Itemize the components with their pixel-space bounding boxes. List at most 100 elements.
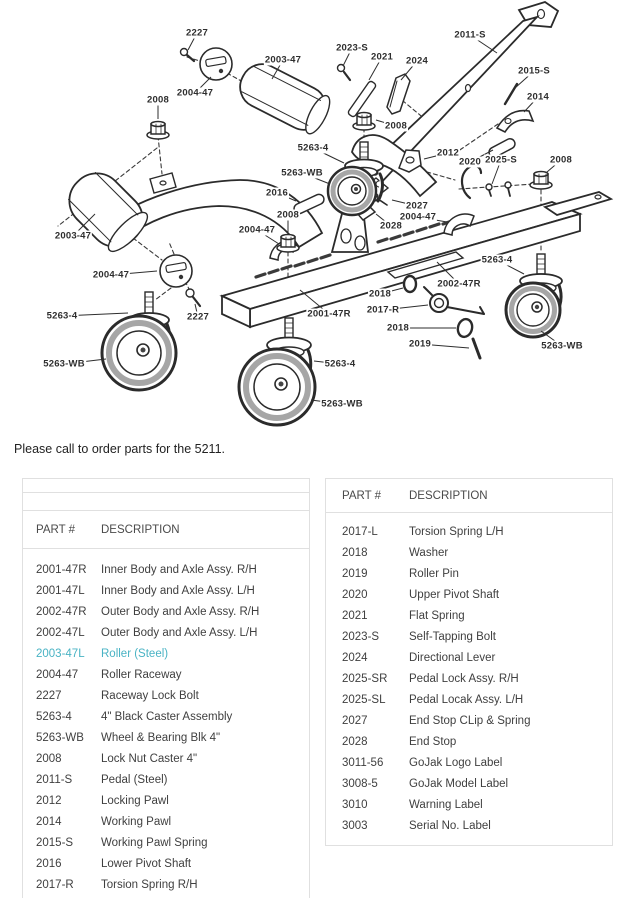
part-number-header: PART # [36, 523, 75, 536]
table-row: 2018 Washer [326, 542, 612, 563]
description-cell: Directional Lever [409, 651, 496, 664]
diagram-part-label: 2004-47 [398, 211, 438, 223]
part-number-cell: 2025-SR [342, 672, 388, 685]
description-cell: Warning Label [409, 798, 483, 811]
diagram-part-label: 5263-WB [42, 358, 86, 370]
part-number-cell: 2227 [36, 689, 62, 702]
diagram-part-label: 2015-S [517, 65, 551, 77]
part-number-cell: 2001-47L [36, 584, 85, 597]
diagram-part-label: 2227 [186, 311, 210, 323]
part-number-cell: 2028 [342, 735, 368, 748]
part-number-cell: 3011-56 [342, 756, 384, 769]
diagram-part-label: 2004-47 [91, 269, 131, 281]
diagram-part-label: 5263-4 [323, 358, 357, 370]
diagram-part-label: 2011-S [453, 29, 487, 41]
description-cell: Lock Nut Caster 4" [101, 752, 198, 765]
description-header: DESCRIPTION [101, 523, 180, 536]
part-number-cell: 2017-R [36, 878, 74, 891]
description-cell: Flat Spring [409, 609, 465, 622]
description-cell: Torsion Spring R/H [101, 878, 198, 891]
order-note: Please call to order parts for the 5211. [14, 442, 225, 456]
diagram-part-label: 2003-47 [53, 230, 93, 242]
part-number-cell: 2008 [36, 752, 62, 765]
description-cell[interactable]: Roller (Steel) [101, 647, 169, 660]
description-cell: GoJak Logo Label [409, 756, 503, 769]
description-cell: Locking Pawl [101, 794, 169, 807]
description-cell: Roller Raceway [101, 668, 182, 681]
table-row: 2025-SL Pedal Locak Assy. L/H [326, 689, 612, 710]
description-cell: GoJak Model Label [409, 777, 509, 790]
diagram-part-label: 5263-WB [320, 398, 364, 410]
part-number-cell[interactable]: 2003-47L [36, 647, 85, 660]
diagram-part-label: 2012 [436, 147, 460, 159]
description-cell: Pedal Locak Assy. L/H [409, 693, 524, 706]
description-cell: Pedal Lock Assy. R/H [409, 672, 519, 685]
description-cell: End Stop [409, 735, 457, 748]
diagram-part-label: 2017-R [365, 304, 401, 316]
part-number-cell: 2018 [342, 546, 368, 559]
diagram-part-label: 2019 [408, 338, 432, 350]
table-row: 2011-S Pedal (Steel) [23, 769, 309, 790]
description-cell: Upper Pivot Shaft [409, 588, 500, 601]
description-cell: Self-Tapping Bolt [409, 630, 496, 643]
table-row: 2004-47 Roller Raceway [23, 664, 309, 685]
description-cell: Torsion Spring L/H [409, 525, 504, 538]
part-number-cell: 2027 [342, 714, 368, 727]
part-number-cell: 2025-SL [342, 693, 386, 706]
part-number-cell: 2015-S [36, 836, 74, 849]
table-row: 2025-SR Pedal Lock Assy. R/H [326, 668, 612, 689]
table-row: 3010 Warning Label [326, 794, 612, 815]
part-number-cell: 3003 [342, 819, 368, 832]
diagram-part-label: 5263-4 [296, 142, 330, 154]
diagram-part-label: 2021 [370, 51, 394, 63]
description-cell: Lower Pivot Shaft [101, 857, 192, 870]
diagram-part-label: 2018 [386, 322, 410, 334]
diagram-part-label: 5263-4 [480, 254, 514, 266]
part-number-cell: 2002-47R [36, 605, 87, 618]
table-row: 2028 End Stop [326, 731, 612, 752]
part-number-cell: 2004-47 [36, 668, 79, 681]
diagram-part-label: 2227 [185, 27, 209, 39]
table-row: 2017-L Torsion Spring L/H [326, 521, 612, 542]
table-row: 2017-R Torsion Spring R/H [23, 874, 309, 895]
part-number-cell: 5263-WB [36, 731, 84, 744]
diagram-part-label: 2004-47 [175, 87, 215, 99]
part-number-cell: 2001-47R [36, 563, 87, 576]
description-cell: Outer Body and Axle Assy. L/H [101, 626, 258, 639]
diagram-part-label: 2027 [405, 200, 429, 212]
diagram-part-label: 2004-47 [237, 224, 277, 236]
part-number-cell: 2011-S [36, 773, 73, 786]
table-header: PART # DESCRIPTION [23, 511, 309, 549]
description-cell: Washer [409, 546, 449, 559]
part-number-cell: 3010 [342, 798, 368, 811]
diagram-part-label: 5263-WB [280, 167, 324, 179]
diagram-part-label: 5263-4 [45, 310, 79, 322]
table-row: 2003-47L Roller (Steel) [23, 643, 309, 664]
part-number-cell: 2016 [36, 857, 62, 870]
part-number-cell: 2012 [36, 794, 62, 807]
part-number-cell: 2017-L [342, 525, 378, 538]
part-number-cell: 5263-4 [36, 710, 72, 723]
table-row: 2008 Lock Nut Caster 4" [23, 748, 309, 769]
table-row: 3011-56 GoJak Logo Label [326, 752, 612, 773]
description-cell: Pedal (Steel) [101, 773, 168, 786]
description-cell: Inner Body and Axle Assy. L/H [101, 584, 255, 597]
